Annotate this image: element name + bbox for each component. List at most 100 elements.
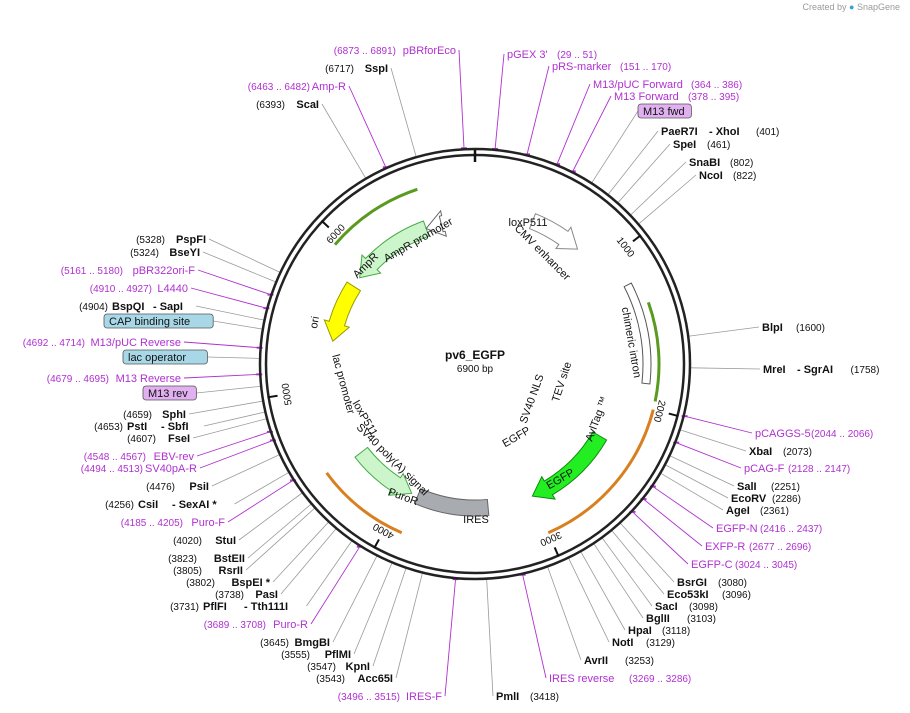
leader-line [245, 508, 315, 571]
leader-line [332, 556, 378, 643]
label-site-paer7i: PaeR7I- XhoI(401) [661, 126, 779, 138]
label-primer-m13-forward: M13 Forward(378 .. 395) [614, 91, 739, 103]
feature-label: SV40 NLS [518, 373, 547, 425]
label-primer-pbr322ori-f: pBR322ori-F(5161 .. 5180) [61, 265, 196, 277]
site-name: PsiI [189, 481, 209, 493]
feature-egfp-1 [531, 431, 608, 500]
site-position: (5324) [130, 248, 159, 259]
primer-range: (3496 .. 3515) [338, 692, 400, 703]
site-position: (4256) [105, 500, 134, 511]
leader-line [690, 367, 761, 370]
label-site-psti: (4653)PstI- SbfI [94, 421, 188, 433]
primer-leader [310, 546, 361, 625]
site-name: PspFI [176, 234, 206, 246]
label-site-bmgbi: BmgBI(3645) [260, 637, 330, 649]
label-box-m13-rev: M13 rev [142, 385, 197, 401]
label-primer-m13-puc-reverse: M13/pUC Reverse(4692 .. 4714) [23, 337, 181, 349]
primer-range: (4548 .. 4567) [84, 452, 146, 463]
leader-line [486, 579, 494, 697]
feature-label: AvlTag ™ [584, 395, 611, 443]
label-site-fsei: FseI(4607) [127, 433, 190, 445]
primer-range: (2044 .. 2066) [811, 429, 873, 440]
feature-cmv-enhancer [528, 213, 579, 250]
label-site-bsrgi: BsrGI(3080) [677, 577, 747, 589]
site-name: AgeI [726, 505, 750, 517]
primer-range: (6873 .. 6891) [334, 46, 396, 57]
primer-leader [348, 85, 387, 168]
label-site-hpai: HpaI(3118) [628, 625, 690, 637]
site-position: (3129) [646, 638, 675, 649]
feature-label: EGFP [501, 425, 533, 450]
label-primer-sv40pa-r: SV40pA-R(4494 .. 4513) [81, 463, 197, 475]
label-site-sspi: SspI(6717) [325, 63, 388, 75]
label-primer-ires-f: IRES-F (3496 .. 3515) [338, 691, 443, 703]
leader-line [591, 110, 639, 183]
site-position: (3253) [625, 656, 654, 667]
site-name: SpeI [673, 139, 696, 151]
primer-range: (3269 .. 3286) [629, 674, 691, 685]
primer-leader [572, 95, 612, 172]
site-position: (3738) [215, 590, 244, 601]
snapgene-logo-icon: ● [849, 2, 855, 12]
site-position: (4476) [146, 482, 175, 493]
site-name: NcoI [699, 170, 723, 182]
label-site-csii: (4256)CsiI- SexAI * [105, 499, 217, 511]
label-site-bseyi: BseYI(5324) [130, 247, 200, 259]
label-primer-egfp-c: EGFP-C(3024 .. 3045) [691, 559, 797, 571]
backbone-outer-ring [258, 147, 692, 581]
site-name: StuI [215, 535, 236, 547]
site-name: PstI [127, 421, 147, 433]
site-position: (4659) [123, 410, 152, 421]
label-site-sali: SalI(2251) [737, 481, 800, 493]
primer-range: (2128 .. 2147) [788, 464, 850, 475]
accent-arc [547, 409, 655, 535]
site-name: BspEI * [231, 577, 270, 589]
feature-label: ori [308, 315, 322, 329]
label-site-scai: ScaI(6393) [256, 99, 319, 111]
leader-line [608, 130, 659, 195]
site-name: BstEII [214, 553, 245, 565]
label-text: M13 rev [148, 388, 188, 400]
site-position: (3098) [689, 602, 718, 613]
site-position: (1758) [851, 365, 880, 376]
label-primer-m13-puc-forward: M13/pUC Forward(364 .. 386) [593, 79, 742, 91]
site-position: (3802) [186, 578, 215, 589]
leader-line [196, 385, 261, 394]
label-primer-prs-marker: pRS-marker(151 .. 170) [552, 61, 671, 73]
label-site-noti: NotI(3129) [612, 637, 675, 649]
primer-range: (364 .. 386) [691, 80, 742, 91]
site-name: BlpI [762, 322, 783, 334]
label-primer-amp-r: Amp-R(6463 .. 6482) [248, 81, 346, 93]
site-name: KpnI [346, 661, 370, 673]
primer-name: Amp-R [312, 81, 346, 93]
site-position: (3080) [718, 578, 747, 589]
tick-label: 2000 [651, 399, 667, 424]
site-name: PasI [255, 589, 278, 601]
primer-leader [556, 83, 591, 165]
site-position: (3547) [307, 662, 336, 673]
primer-leader [676, 442, 742, 469]
label-site-pasi: PasI (3738) [215, 589, 278, 601]
primer-leader [643, 498, 703, 547]
label-site-mrei: MreI- SgrAI(1758) [763, 364, 879, 376]
label-primer-pcaggs-5: pCAGGS-5(2044 .. 2066) [755, 428, 873, 440]
site-position: (4904) [79, 302, 108, 313]
primer-leader [196, 431, 271, 457]
leader-line [680, 429, 747, 452]
site-position: (3645) [260, 638, 289, 649]
site-name: FseI [168, 433, 190, 445]
site-name: PflFI [203, 601, 227, 613]
primer-name: EGFP-N [716, 523, 758, 535]
tick-label: 5000 [280, 382, 294, 406]
leader-line [202, 251, 276, 283]
site-position: (4020) [173, 536, 202, 547]
feature-ires [413, 488, 490, 517]
primer-leader [684, 415, 753, 434]
label-site-stui: StuI (4020) [173, 535, 236, 547]
plasmid-name: pv6_EGFP [445, 348, 505, 362]
site-position: (3731) [170, 602, 199, 613]
primer-name: IRES-F [406, 691, 442, 703]
primer-leader [227, 480, 294, 523]
leader-line [321, 103, 366, 179]
primer-range: (4910 .. 4927) [90, 284, 152, 295]
